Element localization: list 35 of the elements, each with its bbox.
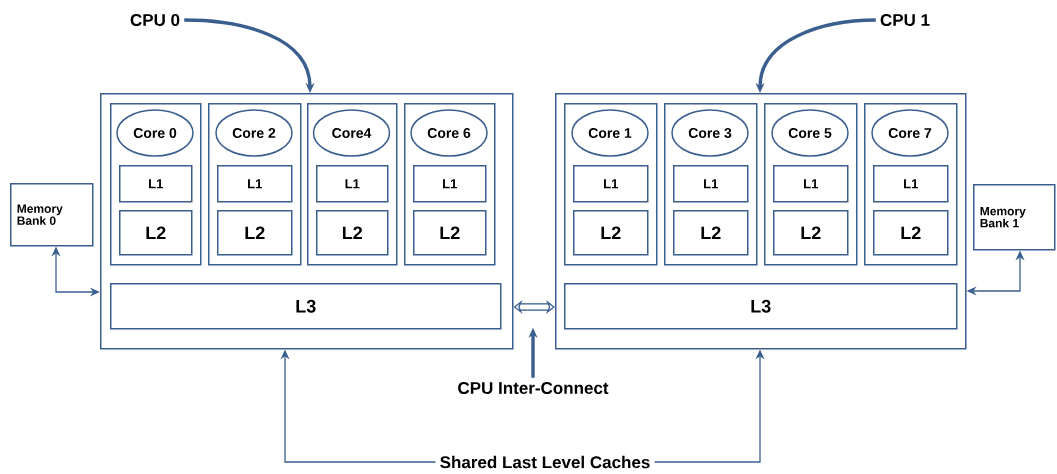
cache-box: L2 (873, 210, 949, 256)
cache-box: L2 (119, 210, 193, 256)
cache-box: L2 (573, 210, 649, 256)
cache-box: L1 (773, 165, 849, 203)
core-column (564, 103, 658, 266)
callout-text: CPU Inter-Connect (458, 382, 609, 395)
cache-box: L2 (773, 210, 849, 256)
cache-box: L2 (217, 210, 293, 256)
cache-box: L3 (564, 283, 958, 330)
double-arrow (513, 299, 555, 315)
cache-box: L2 (673, 210, 749, 256)
callout-text: Shared Last Level Caches (440, 455, 650, 469)
cache-box: L2 (413, 210, 487, 256)
memory-box: Memory Bank 0 (10, 183, 94, 247)
cpu-label: CPU 1 (880, 14, 930, 27)
core-column (208, 103, 302, 266)
cache-box: L1 (119, 165, 193, 203)
core-column (764, 103, 858, 266)
cache-box: L1 (316, 165, 389, 203)
memory-box: Memory Bank 1 (973, 184, 1056, 251)
core-column (110, 103, 202, 266)
core-column (307, 103, 398, 266)
cache-box: L1 (873, 165, 949, 203)
processor-box (100, 93, 514, 350)
cache-box: L3 (110, 283, 502, 330)
core-column (864, 103, 958, 266)
cache-box: L1 (573, 165, 649, 203)
cpu-label: CPU 0 (130, 14, 180, 27)
cache-box: L1 (217, 165, 293, 203)
cache-box: L2 (316, 210, 389, 256)
core-column (664, 103, 758, 266)
cache-box: L1 (413, 165, 487, 203)
processor-box (555, 93, 967, 350)
core-column (404, 103, 496, 266)
cache-box: L1 (673, 165, 749, 203)
